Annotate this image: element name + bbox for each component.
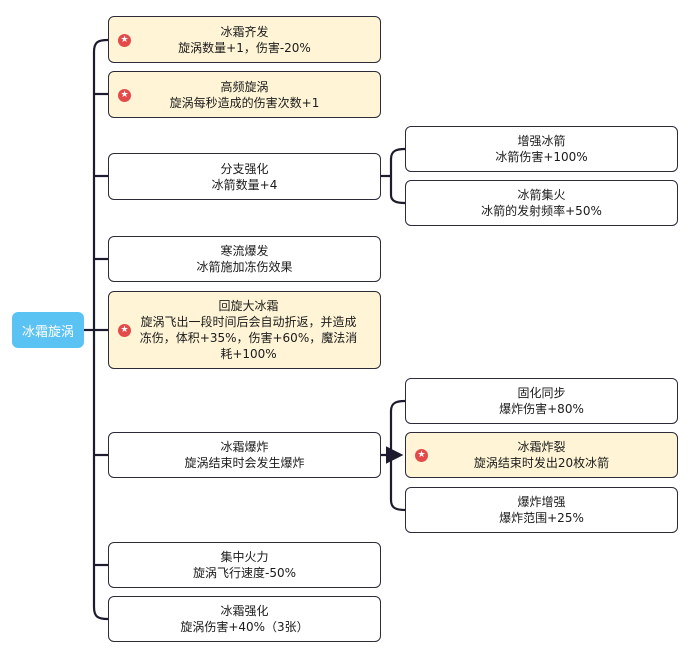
node-title: 回旋大冰霜 xyxy=(218,299,279,313)
node-title: 增强冰箭 xyxy=(517,134,566,148)
sub-bracket-2 xyxy=(389,399,406,512)
node-desc: 旋涡结束时会发生爆炸 xyxy=(184,456,305,470)
branch-node-7[interactable]: 集中火力 旋涡飞行速度-50% xyxy=(108,542,381,588)
sub-node-5[interactable]: 爆炸增强 爆炸范围+25% xyxy=(405,487,678,533)
node-title: 固化同步 xyxy=(517,386,566,400)
node-title: 寒流爆发 xyxy=(220,244,269,258)
node-title: 高频旋涡 xyxy=(220,79,269,94)
node-title: 冰霜齐发 xyxy=(220,24,269,39)
node-desc: 旋涡飞出一段时间后会自动折返，并造成冻伤，体积+35%，伤害+60%，魔法消耗+… xyxy=(139,315,358,361)
node-desc: 旋涡结束时发出20枚冰箭 xyxy=(473,456,610,470)
root-node[interactable]: 冰霜旋涡 xyxy=(12,312,84,348)
node-title: 集中火力 xyxy=(220,550,269,564)
star-badge-icon: ★ xyxy=(118,33,131,47)
sub-node-3[interactable]: 固化同步 爆炸伤害+80% xyxy=(405,378,678,424)
root-label: 冰霜旋涡 xyxy=(21,324,74,340)
node-desc: 爆炸伤害+80% xyxy=(499,402,584,416)
sub-node-4[interactable]: ★ 冰霜炸裂 旋涡结束时发出20枚冰箭 xyxy=(405,432,678,478)
node-title: 冰霜炸裂 xyxy=(517,440,566,454)
node-desc: 旋涡伤害+40%（3张） xyxy=(180,620,309,634)
node-title: 冰霜爆炸 xyxy=(220,440,269,454)
node-desc: 爆炸范围+25% xyxy=(499,511,584,525)
node-title: 分支强化 xyxy=(220,161,269,176)
sub-node-1[interactable]: 增强冰箭 冰箭伤害+100% xyxy=(405,126,678,172)
node-desc: 冰箭数量+4 xyxy=(211,177,278,192)
star-badge-icon: ★ xyxy=(415,449,428,462)
node-title: 爆炸增强 xyxy=(517,495,566,509)
node-desc: 冰箭的发射频率+50% xyxy=(481,204,602,218)
node-title: 冰箭集火 xyxy=(517,188,566,202)
branch-node-5[interactable]: ★ 回旋大冰霜 旋涡飞出一段时间后会自动折返，并造成冻伤，体积+35%，伤害+6… xyxy=(108,291,381,369)
branch-node-6[interactable]: 冰霜爆炸 旋涡结束时会发生爆炸 xyxy=(108,432,381,478)
node-desc: 旋涡飞行速度-50% xyxy=(192,566,296,580)
branch-node-3[interactable]: 分支强化 冰箭数量+4 xyxy=(108,153,381,200)
sub-node-2[interactable]: 冰箭集火 冰箭的发射频率+50% xyxy=(405,180,678,226)
node-desc: 旋涡每秒造成的伤害次数+1 xyxy=(169,95,320,110)
star-badge-icon: ★ xyxy=(118,324,131,337)
branch-node-4[interactable]: 寒流爆发 冰箭施加冻伤效果 xyxy=(108,236,381,282)
branch-node-8[interactable]: 冰霜强化 旋涡伤害+40%（3张） xyxy=(108,596,381,642)
node-desc: 旋涡数量+1，伤害-20% xyxy=(178,40,311,55)
node-title: 冰霜强化 xyxy=(220,604,269,618)
node-desc: 冰箭施加冻伤效果 xyxy=(196,260,293,274)
node-desc: 冰箭伤害+100% xyxy=(495,150,588,164)
star-badge-icon: ★ xyxy=(118,88,131,102)
sub-bracket-1 xyxy=(389,147,406,205)
branch-node-1[interactable]: ★ 冰霜齐发 旋涡数量+1，伤害-20% xyxy=(108,16,381,63)
branch-node-2[interactable]: ★ 高频旋涡 旋涡每秒造成的伤害次数+1 xyxy=(108,71,381,118)
